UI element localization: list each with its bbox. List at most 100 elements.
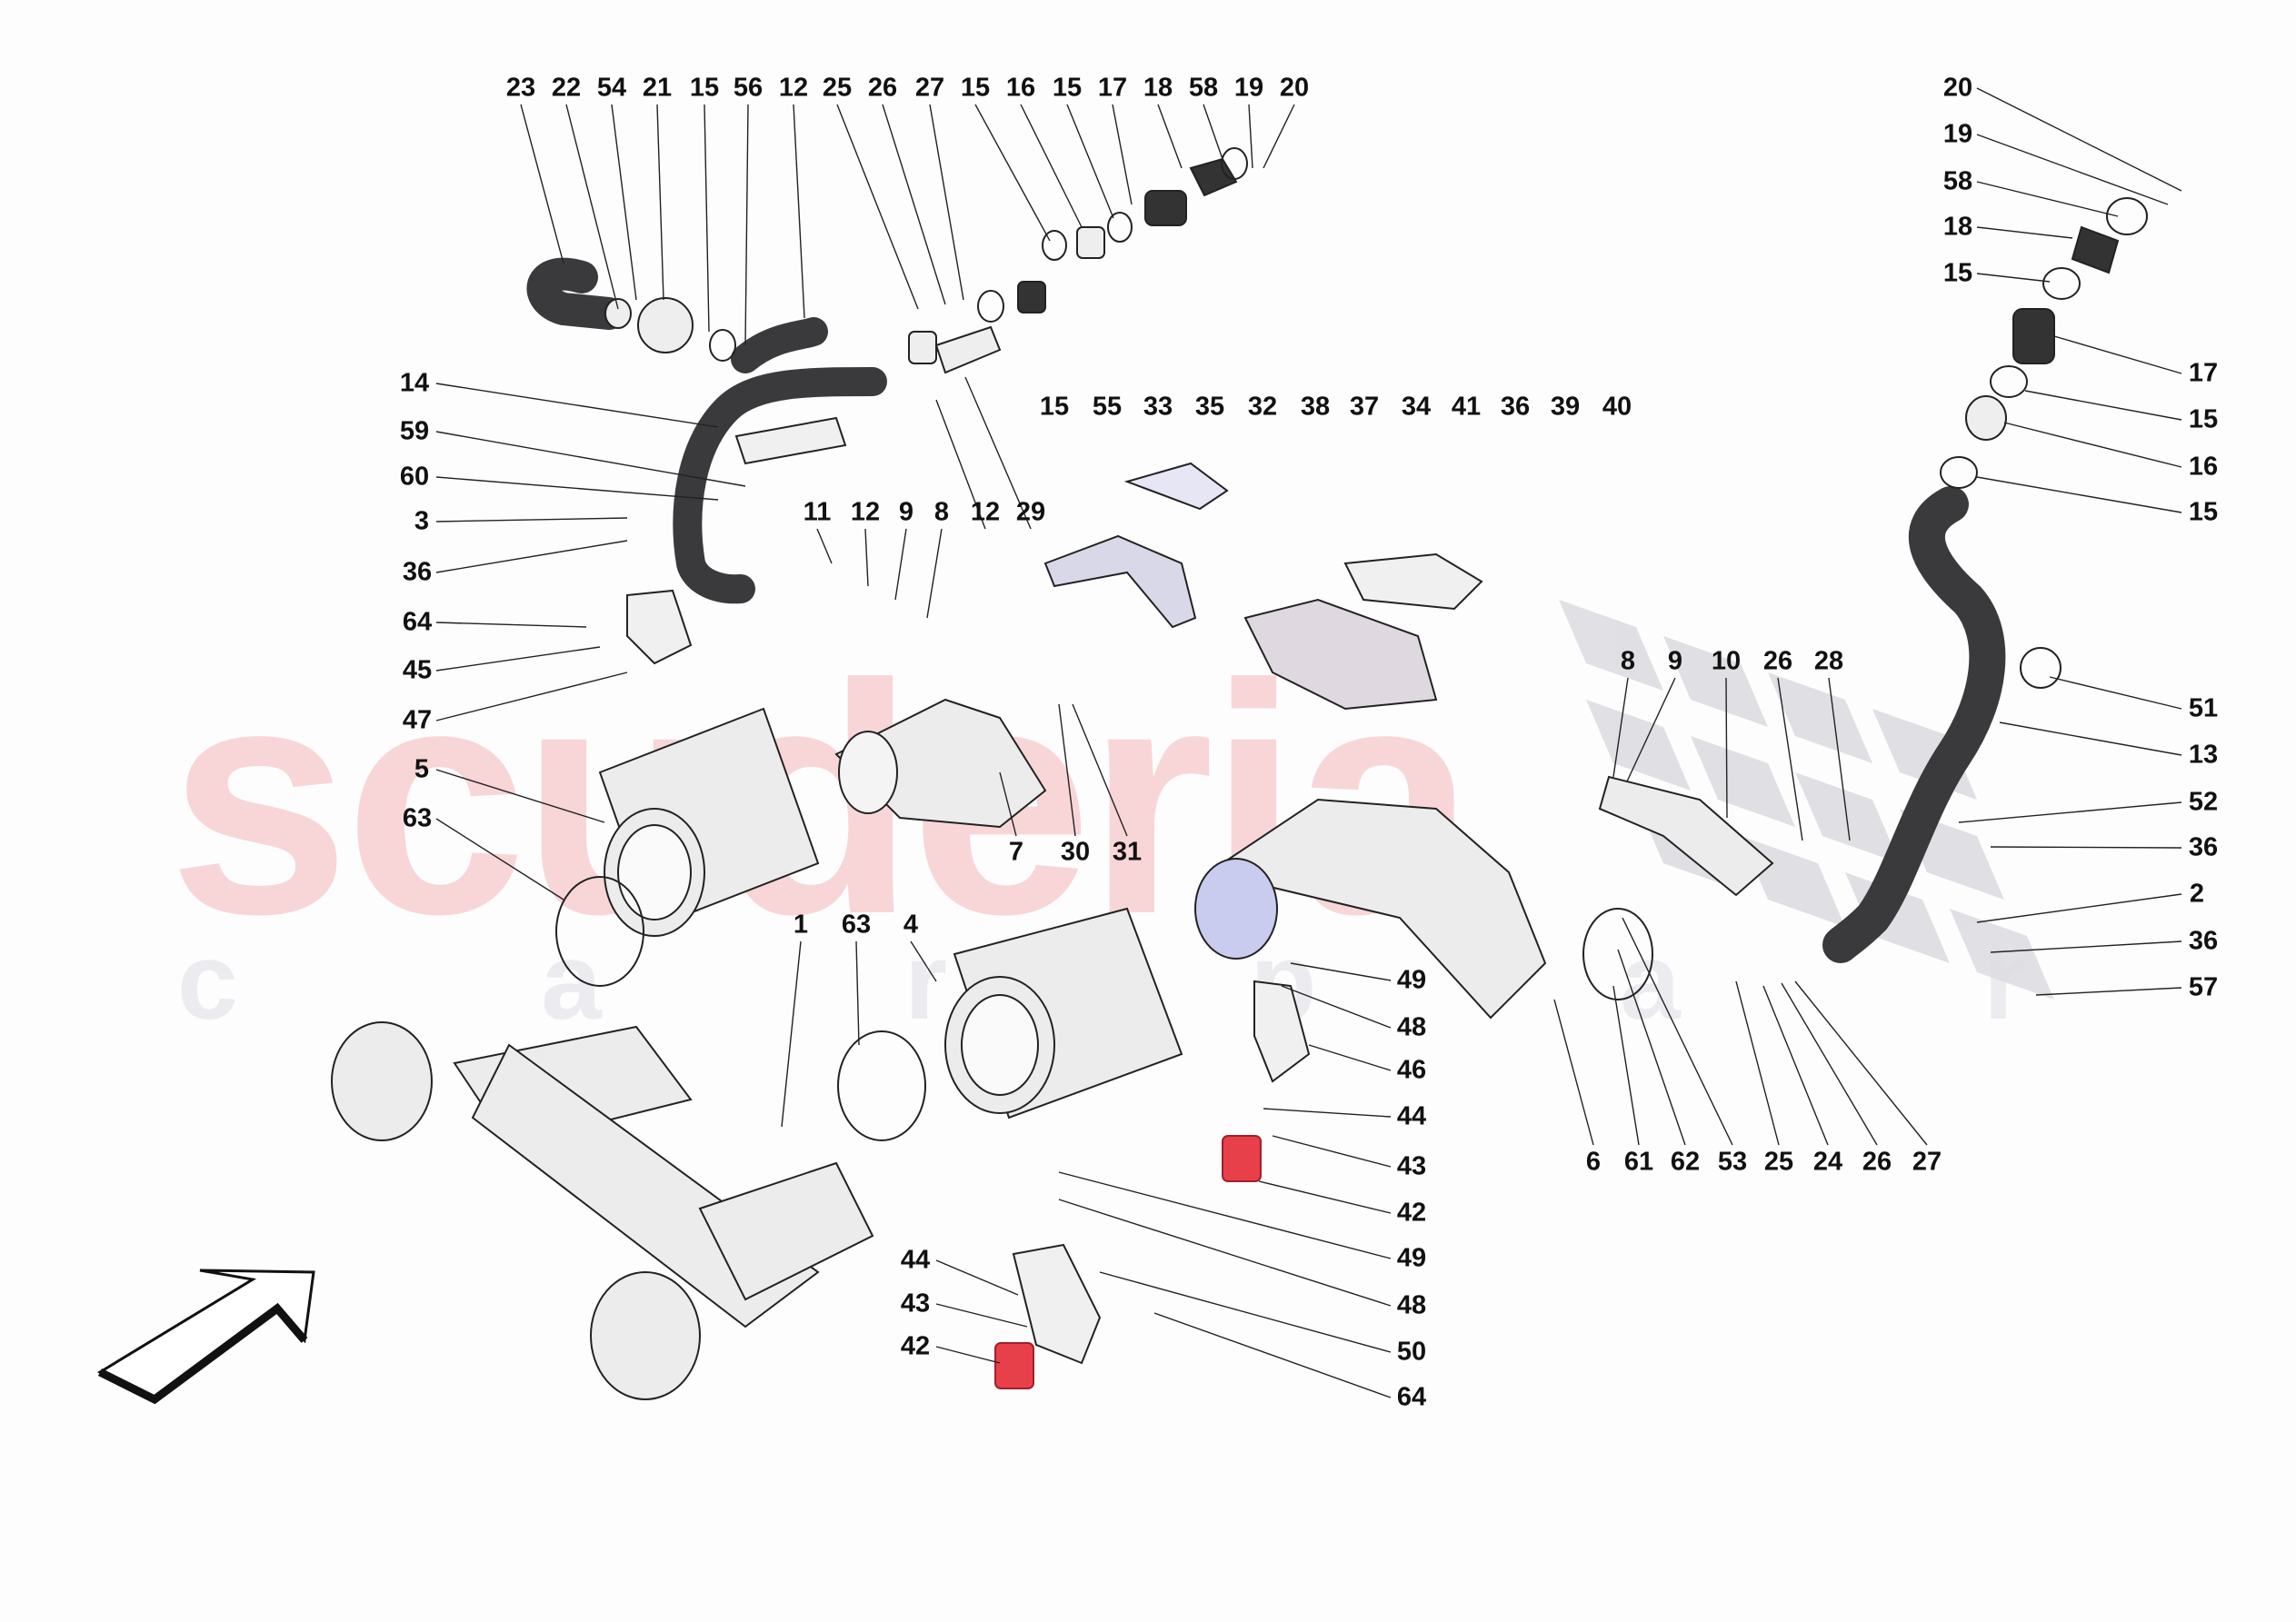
part-callout-46[interactable]: 46 <box>1396 1055 1427 1085</box>
part-callout-14[interactable]: 14 <box>399 368 430 398</box>
part-callout-16[interactable]: 16 <box>2188 452 2219 482</box>
part-callout-3[interactable]: 3 <box>414 506 430 536</box>
part-callout-25[interactable]: 25 <box>1763 1147 1794 1177</box>
part-callout-16[interactable]: 16 <box>1005 73 1036 103</box>
part-callout-25[interactable]: 25 <box>822 73 853 103</box>
part-callout-9[interactable]: 9 <box>898 497 914 527</box>
part-callout-58[interactable]: 58 <box>1188 73 1219 103</box>
part-callout-22[interactable]: 22 <box>551 73 582 103</box>
part-callout-34[interactable]: 34 <box>1401 392 1432 422</box>
front-direction-arrow <box>96 1269 315 1405</box>
part-callout-12[interactable]: 12 <box>970 497 1001 527</box>
part-callout-15[interactable]: 15 <box>689 73 720 103</box>
exhaust-components <box>331 698 1774 1400</box>
part-callout-49[interactable]: 49 <box>1396 1243 1427 1273</box>
part-callout-51[interactable]: 51 <box>2188 693 2219 723</box>
part-callout-35[interactable]: 35 <box>1194 392 1225 422</box>
part-callout-40[interactable]: 40 <box>1602 392 1632 422</box>
part-callout-36[interactable]: 36 <box>2188 926 2219 956</box>
part-callout-55[interactable]: 55 <box>1092 392 1123 422</box>
part-callout-57[interactable]: 57 <box>2188 972 2219 1002</box>
part-callout-44[interactable]: 44 <box>900 1245 931 1275</box>
part-callout-10[interactable]: 10 <box>1711 646 1742 676</box>
part-callout-59[interactable]: 59 <box>399 416 430 446</box>
part-callout-15[interactable]: 15 <box>1942 258 1973 288</box>
part-callout-7[interactable]: 7 <box>1008 837 1024 867</box>
part-callout-2[interactable]: 2 <box>2189 879 2205 909</box>
leader-lines <box>435 87 2182 1398</box>
part-callout-48[interactable]: 48 <box>1396 1012 1427 1042</box>
part-callout-63[interactable]: 63 <box>402 803 433 833</box>
part-callout-26[interactable]: 26 <box>1862 1147 1892 1177</box>
part-callout-17[interactable]: 17 <box>2188 358 2219 388</box>
part-callout-28[interactable]: 28 <box>1813 646 1844 676</box>
part-callout-20[interactable]: 20 <box>1942 73 1973 103</box>
part-callout-43[interactable]: 43 <box>1396 1151 1427 1181</box>
part-callout-27[interactable]: 27 <box>1912 1147 1942 1177</box>
part-callout-15[interactable]: 15 <box>1052 73 1083 103</box>
part-callout-42[interactable]: 42 <box>900 1331 931 1361</box>
part-callout-54[interactable]: 54 <box>596 73 627 103</box>
part-callout-58[interactable]: 58 <box>1942 166 1973 196</box>
part-callout-33[interactable]: 33 <box>1143 392 1173 422</box>
part-callout-52[interactable]: 52 <box>2188 787 2219 817</box>
part-callout-62[interactable]: 62 <box>1670 1147 1701 1177</box>
part-callout-15[interactable]: 15 <box>2188 497 2219 527</box>
rubber-mounts <box>994 1135 1262 1389</box>
part-callout-9[interactable]: 9 <box>1667 646 1683 676</box>
part-callout-31[interactable]: 31 <box>1112 837 1143 867</box>
part-callout-45[interactable]: 45 <box>402 655 433 685</box>
part-callout-13[interactable]: 13 <box>2188 740 2219 770</box>
part-callout-36[interactable]: 36 <box>402 557 433 587</box>
part-callout-61[interactable]: 61 <box>1623 1147 1654 1177</box>
part-callout-38[interactable]: 38 <box>1300 392 1331 422</box>
part-callout-1[interactable]: 1 <box>793 910 809 940</box>
part-callout-15[interactable]: 15 <box>1039 392 1070 422</box>
part-callout-32[interactable]: 32 <box>1247 392 1278 422</box>
part-callout-11[interactable]: 11 <box>803 497 832 527</box>
part-callout-17[interactable]: 17 <box>1097 73 1128 103</box>
part-callout-36[interactable]: 36 <box>1500 392 1531 422</box>
part-callout-27[interactable]: 27 <box>914 73 945 103</box>
part-callout-56[interactable]: 56 <box>733 73 764 103</box>
part-callout-8[interactable]: 8 <box>933 497 950 527</box>
part-callout-53[interactable]: 53 <box>1717 1147 1748 1177</box>
part-callout-36[interactable]: 36 <box>2188 832 2219 862</box>
part-callout-19[interactable]: 19 <box>1942 119 1973 149</box>
part-callout-47[interactable]: 47 <box>402 705 433 735</box>
part-callout-26[interactable]: 26 <box>1762 646 1793 676</box>
part-callout-48[interactable]: 48 <box>1396 1290 1427 1320</box>
part-callout-41[interactable]: 41 <box>1451 392 1482 422</box>
part-callout-42[interactable]: 42 <box>1396 1198 1427 1228</box>
part-callout-21[interactable]: 21 <box>642 73 673 103</box>
part-callout-30[interactable]: 30 <box>1060 837 1091 867</box>
part-callout-8[interactable]: 8 <box>1620 646 1636 676</box>
part-callout-19[interactable]: 19 <box>1233 73 1264 103</box>
part-callout-39[interactable]: 39 <box>1550 392 1581 422</box>
part-callout-6[interactable]: 6 <box>1585 1147 1602 1177</box>
part-callout-23[interactable]: 23 <box>505 73 536 103</box>
part-callout-15[interactable]: 15 <box>960 73 991 103</box>
part-callout-5[interactable]: 5 <box>414 754 430 784</box>
part-callout-60[interactable]: 60 <box>399 462 430 492</box>
part-callout-20[interactable]: 20 <box>1279 73 1310 103</box>
part-callout-26[interactable]: 26 <box>867 73 898 103</box>
part-callout-18[interactable]: 18 <box>1143 73 1173 103</box>
part-callout-37[interactable]: 37 <box>1349 392 1380 422</box>
part-callout-18[interactable]: 18 <box>1942 212 1973 242</box>
part-callout-50[interactable]: 50 <box>1396 1337 1427 1367</box>
heat-shields <box>626 416 1483 1365</box>
part-callout-15[interactable]: 15 <box>2188 404 2219 434</box>
part-callout-43[interactable]: 43 <box>900 1289 931 1318</box>
part-callout-64[interactable]: 64 <box>1396 1382 1427 1412</box>
part-callout-29[interactable]: 29 <box>1015 497 1046 527</box>
part-callout-44[interactable]: 44 <box>1396 1101 1427 1131</box>
part-callout-12[interactable]: 12 <box>778 73 809 103</box>
part-callout-12[interactable]: 12 <box>850 497 881 527</box>
part-callout-24[interactable]: 24 <box>1812 1147 1843 1177</box>
part-callout-64[interactable]: 64 <box>402 607 433 637</box>
part-callout-4[interactable]: 4 <box>903 910 919 940</box>
part-callout-49[interactable]: 49 <box>1396 965 1427 995</box>
part-callout-63[interactable]: 63 <box>841 910 872 940</box>
